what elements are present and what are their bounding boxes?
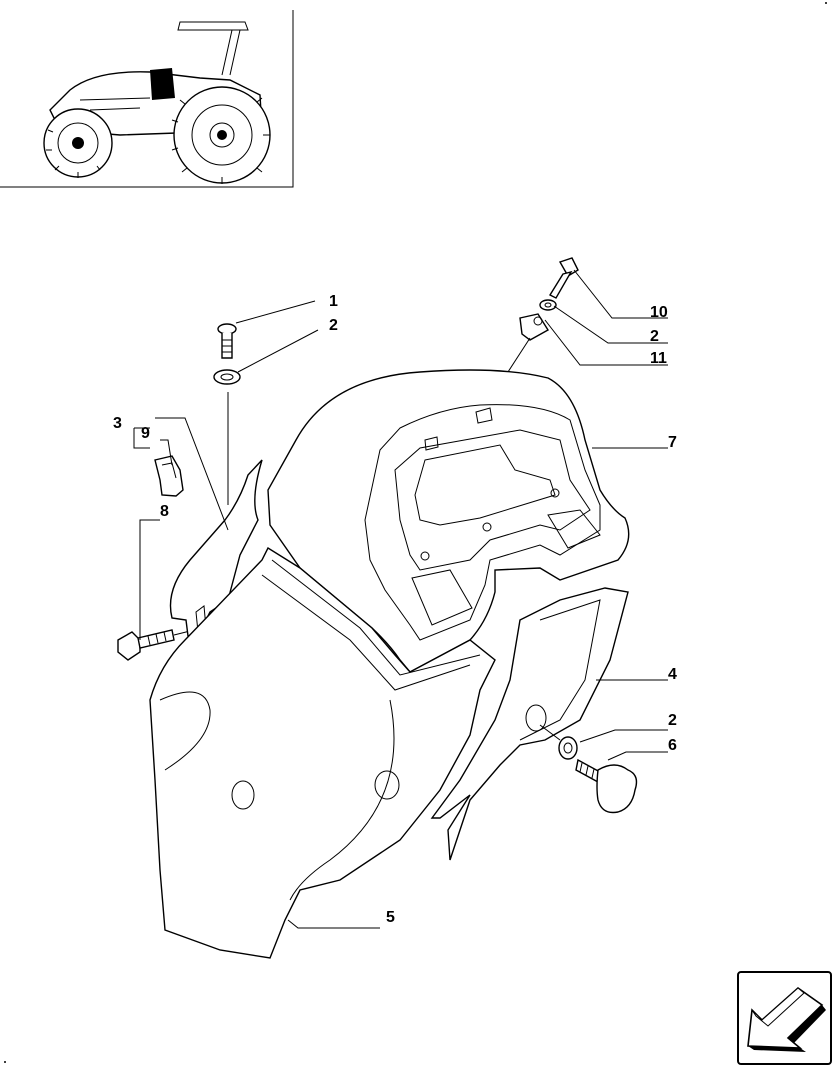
callout-10: 10 bbox=[650, 304, 668, 321]
washer-2-upper-right bbox=[539, 299, 557, 311]
bolt-1 bbox=[217, 323, 237, 359]
corner-mark bbox=[4, 1061, 6, 1063]
callout-8: 8 bbox=[160, 503, 169, 520]
leader-lines bbox=[133, 269, 668, 929]
callout-7: 7 bbox=[668, 434, 677, 451]
callout-3: 3 bbox=[113, 415, 122, 432]
callout-5: 5 bbox=[386, 909, 395, 926]
callout-2-upper-right: 2 bbox=[650, 328, 659, 345]
callout-2-lower-right: 2 bbox=[668, 712, 677, 729]
callout-6: 6 bbox=[668, 737, 677, 754]
panel-4 bbox=[430, 587, 629, 861]
washer-2-upper-left bbox=[213, 369, 241, 385]
callout-9: 9 bbox=[141, 425, 150, 442]
corner-mark bbox=[825, 2, 827, 4]
washer-2-lower-right bbox=[558, 736, 578, 760]
cover-7 bbox=[267, 369, 630, 673]
callout-4: 4 bbox=[668, 666, 677, 683]
bolt-8 bbox=[117, 629, 175, 661]
callout-1: 1 bbox=[329, 293, 338, 310]
nut-11 bbox=[519, 313, 549, 341]
callout-labels: 1 2 3 9 8 10 2 11 7 4 2 6 5 bbox=[113, 293, 677, 926]
clip-9 bbox=[154, 455, 184, 497]
tractor-thumbnail-icon bbox=[0, 10, 294, 188]
cover-5 bbox=[149, 546, 496, 959]
callout-2-upper-left: 2 bbox=[329, 317, 338, 334]
previous-page-arrow-icon[interactable] bbox=[737, 971, 832, 1065]
bolt-10 bbox=[549, 257, 579, 299]
callout-11: 11 bbox=[650, 350, 667, 367]
knob-6 bbox=[575, 758, 638, 814]
